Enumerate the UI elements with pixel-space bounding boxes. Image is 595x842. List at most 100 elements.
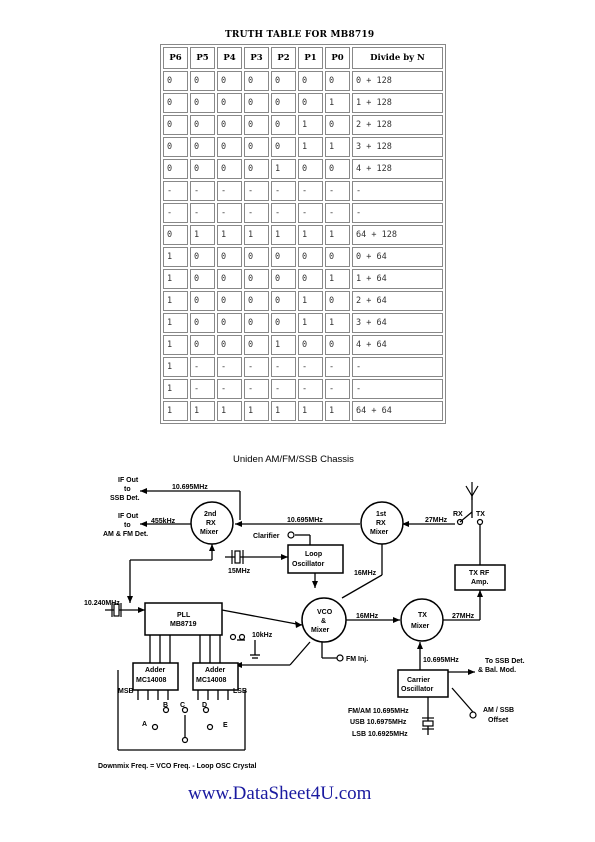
arrowhead [295,621,302,628]
bit-cell: 1 [298,225,323,245]
bit-cell: 0 [325,247,350,267]
bit-cell: 1 [325,137,350,157]
bit-cell: 1 [163,313,188,333]
datasheet-link[interactable]: www.DataSheet4U.com [188,783,372,804]
terminals [151,531,477,744]
vco-label-1: VCO [317,609,333,616]
bit-cell: - [298,203,323,223]
tx-label: TX [476,511,485,518]
vco-label-2: & [321,618,326,625]
switch-b-terminal [162,706,170,714]
bit-cell: 0 [325,159,350,179]
arrowhead [209,544,215,551]
bit-cell: 1 [271,159,296,179]
clarifier-terminal [287,531,295,539]
bit-cell: - [190,357,215,377]
switch-e-terminal [206,723,214,731]
header-cell: P0 [325,47,350,69]
mixer-circles [190,501,444,643]
bit-cell: 1 [325,93,350,113]
switch-c-terminal [181,706,189,714]
table-row: 1------- [163,357,443,377]
loop-osc-label-2: Oscillator [292,561,325,568]
bit-cell: 1 [217,225,242,245]
diagram-labels: IF Out to SSB Det. IF Out to AM & FM Det… [84,477,525,770]
divide-cell: 4 + 64 [352,335,443,355]
mixer2-label-2: RX [206,520,216,527]
bit-cell: 0 [271,313,296,333]
divide-cell: - [352,357,443,377]
freq-10240mhz: 10.240MHz [84,600,120,607]
bit-cell: 0 [163,71,188,91]
bit-cell: 0 [325,115,350,135]
bit-cell: 0 [190,115,215,135]
bit-cell: 1 [163,247,188,267]
bit-cell: 0 [190,71,215,91]
arrowhead [468,669,475,675]
bit-cell: 1 [163,401,188,421]
tx-mixer [400,598,444,642]
freq-27-tx: 27MHz [452,613,475,620]
arrowhead [140,488,147,494]
bit-cell: - [244,203,269,223]
bit-cell: 1 [298,313,323,333]
carrier-label-1: Carrier [407,677,430,684]
pll-label-1: PLL [177,612,191,619]
table-row: -------- [163,203,443,223]
txrf-label-1: TX RF [469,570,490,577]
pll-box [144,602,223,636]
fm-inj-label: FM Inj. [346,656,368,663]
switch-terminal [229,633,237,641]
mixer1-label-2: RX [376,520,386,527]
downmix-formula: Downmix Freq. = VCO Freq. - Loop OSC Cry… [98,763,257,770]
to-ssb-label-1: To SSB Det. [485,658,525,665]
if-out-ssb-label-1: IF Out [118,477,139,484]
am-ssb-label-2: Offset [488,717,509,724]
bit-cell: - [190,203,215,223]
bit-cell: 0 [163,159,188,179]
bit-cell: 0 [244,159,269,179]
bit-cell: 0 [190,291,215,311]
bit-cell: 1 [271,335,296,355]
divide-cell: 1 + 128 [352,93,443,113]
bit-cell: 0 [298,71,323,91]
arrowhead [281,554,288,560]
tx-rf-amp-box [454,564,506,591]
crystal-label-lsb: LSB 10.6925MHz [352,731,408,738]
adder1-label-1: Adder [145,667,166,674]
crystal-label-usb: USB 10.6975MHz [350,719,407,726]
arrowheads [127,488,483,675]
if-out-ssb-label-2: to [124,486,131,493]
bit-cell: 0 [298,93,323,113]
header-cell: P5 [190,47,215,69]
wire [289,641,311,666]
freq-10695-mid: 10.695MHz [287,517,323,524]
bit-cell: - [298,181,323,201]
rx-tx-switch [456,511,484,526]
antenna-icon [465,482,479,500]
bit-cell: 1 [325,269,350,289]
bit-cell: 1 [298,401,323,421]
freq-10695-top: 10.695MHz [172,484,208,491]
txmixer-label-2: Mixer [411,623,430,630]
bit-cell: - [244,379,269,399]
am-ssb-label-1: AM / SSB [483,707,514,714]
freq-15mhz: 15MHz [228,568,251,575]
divide-cell: 2 + 64 [352,291,443,311]
bit-cell: 0 [298,247,323,267]
header-cell: P3 [244,47,269,69]
bit-cell: 1 [244,225,269,245]
bit-cell: 0 [217,159,242,179]
divide-cell: 64 + 128 [352,225,443,245]
switch-e-label: E [223,722,228,729]
bit-cell: - [244,357,269,377]
arrowhead [402,521,409,527]
